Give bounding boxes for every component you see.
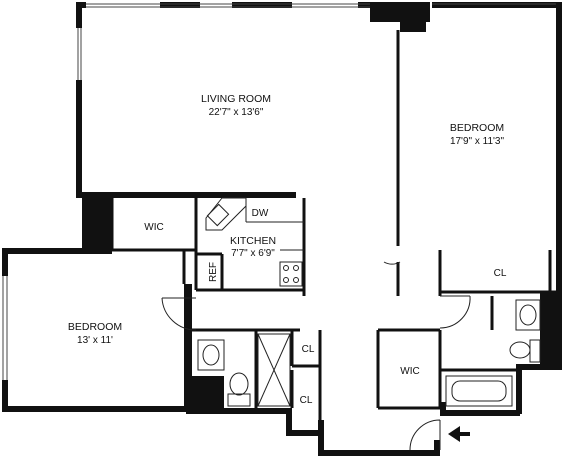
bedroom-right-name: BEDROOM (450, 122, 504, 134)
entry-arrow-icon (448, 426, 470, 442)
dishwasher-label: DW (252, 208, 269, 219)
sink-icon (519, 304, 537, 326)
bedroom-left-name: BEDROOM (68, 321, 122, 333)
shower-icon (257, 333, 291, 407)
interior-walls (110, 30, 556, 430)
stove-icon (279, 261, 303, 287)
living-room-dims: 22'7" x 13'6" (209, 107, 264, 118)
sink-icon (206, 203, 230, 227)
burner-icon (283, 277, 289, 283)
room-labels: LIVING ROOM 22'7" x 13'6" BEDROOM 17'9" … (68, 93, 507, 406)
vanity-icon (515, 299, 541, 331)
toilet-icon (229, 372, 249, 396)
bedroom-left-dims: 13' x 11' (77, 335, 113, 346)
kitchen-counter (205, 197, 247, 231)
kitchen-name: KITCHEN (230, 235, 276, 247)
bathroom-fixtures (197, 299, 541, 407)
bedroom-right-dims: 17'9" x 11'3" (450, 136, 505, 147)
wic-bottom-label: WIC (400, 366, 419, 377)
kitchen-fixtures (205, 197, 304, 287)
closet-bedroom-label: CL (494, 268, 507, 279)
toilet-icon (509, 341, 531, 359)
toilet-tank-icon (529, 339, 541, 363)
sink-icon (202, 344, 220, 366)
wic-top-label: WIC (144, 222, 163, 233)
refrigerator-label: REF (208, 262, 219, 282)
burner-icon (293, 265, 299, 271)
closet-hall-1-label: CL (302, 344, 315, 355)
kitchen-dims: 7'7" x 6'9" (231, 248, 275, 259)
closet-hall-2-label: CL (300, 395, 313, 406)
door-swings (161, 261, 471, 451)
burner-icon (293, 277, 299, 283)
bathtub-icon (445, 375, 513, 407)
living-room-name: LIVING ROOM (201, 93, 271, 105)
burner-icon (283, 265, 289, 271)
windows (2, 3, 556, 380)
vanity-icon (197, 339, 225, 371)
toilet-tank-icon (227, 393, 251, 407)
